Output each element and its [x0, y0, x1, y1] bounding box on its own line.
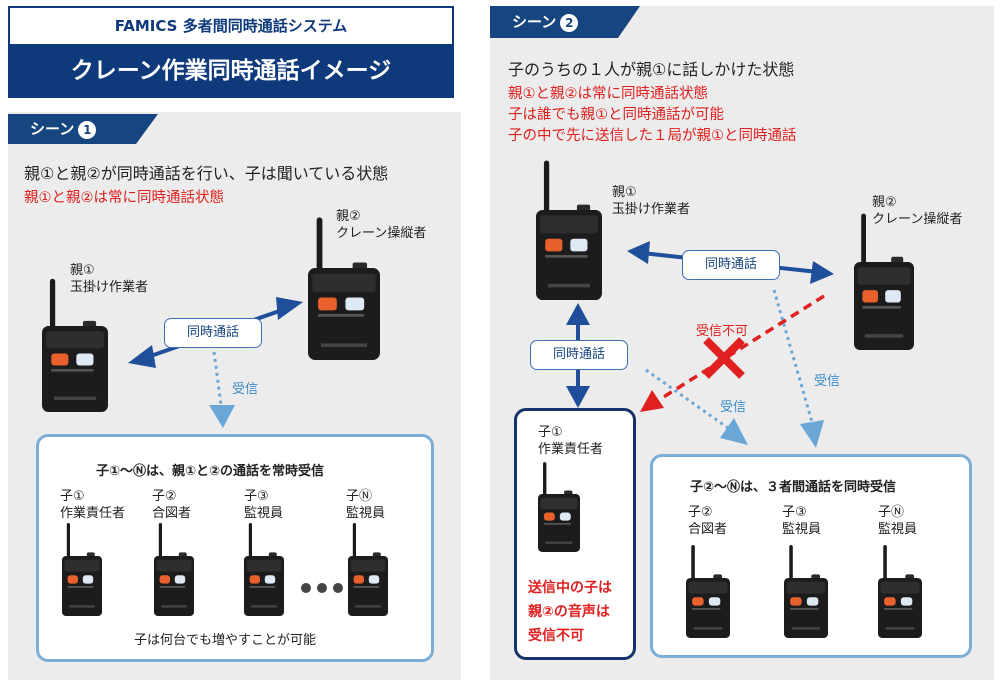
scene1-parent2-radio — [308, 217, 380, 360]
scene2-sender-label: 子① 作業責任者 — [538, 425, 604, 457]
scene2-receive-label-1: 受信 — [720, 400, 747, 415]
scene2-child1-radio — [538, 462, 580, 552]
scene1-child3-radio — [244, 523, 284, 616]
receive-arrow-head — [209, 405, 235, 428]
scene2-children-title: 子②〜Ⓝは、３者間通話を同時受信 — [690, 480, 897, 495]
scene1-simultaneous-label: 同時通話 — [164, 318, 262, 348]
arrow-head-left — [128, 345, 156, 368]
scene1-parent1-label: 親① 玉掛け作業者 — [70, 263, 149, 295]
scene1-child3-label: 子③ 監視員 — [244, 489, 284, 521]
scene2-childn-label: 子Ⓝ 監視員 — [878, 505, 918, 537]
scene2-child3-radio — [784, 545, 828, 638]
scene1-children-box — [36, 434, 434, 662]
scene2-child2-radio — [686, 545, 730, 638]
scene1-childn-label: 子Ⓝ 監視員 — [346, 489, 386, 521]
scene2-childn-radio — [878, 545, 922, 638]
scene1-parent1-radio — [42, 278, 108, 412]
system-name: FAMICS 多者間同時通話システム — [10, 8, 452, 44]
scene1-red-note: 親①と親②は常に同時通話状態 — [24, 190, 224, 206]
scene1-childn-radio — [348, 523, 388, 616]
scene2-parent2-label: 親② クレーン操縦者 — [872, 195, 963, 227]
scene1-tab-label: シーン — [30, 120, 75, 138]
scene2-parent2-radio — [854, 213, 914, 350]
scene2-sender-note: 送信中の子は 親②の音声は 受信不可 — [528, 580, 612, 644]
scene1-children-footer: 子は何台でも増やすことが可能 — [134, 633, 317, 648]
scene1-tab-number: 1 — [78, 121, 97, 139]
scene1-child2-radio — [154, 523, 194, 616]
scene2-tab-number: 2 — [560, 14, 579, 32]
scene2-cannot-receive-label: 受信不可 — [696, 324, 749, 339]
scene2-parent1-radio — [536, 160, 602, 300]
scene1-children-title: 子①〜Ⓝは、親①と②の通話を常時受信 — [96, 464, 325, 479]
scene2-parent1-label: 親① 玉掛け作業者 — [612, 185, 691, 217]
scene1-child1-label: 子① 作業責任者 — [60, 489, 126, 521]
scene2-tab-label: シーン — [512, 13, 557, 31]
scene1-parent2-label: 親② クレーン操縦者 — [336, 209, 427, 241]
scene1-child1-radio — [62, 523, 102, 616]
scene1-receive-label: 受信 — [232, 382, 259, 397]
scene2-child2-label: 子② 合図者 — [688, 505, 728, 537]
arrow-head-right — [276, 297, 303, 320]
scene2-red-notes: 親①と親②は常に同時通話状態 子は誰でも親①と同時通話が可能 子の中で先に送信し… — [508, 86, 797, 144]
scene2-child3-label: 子③ 監視員 — [782, 505, 822, 537]
scene1-description: 親①と親②が同時通話を行い、子は聞いている状態 — [24, 164, 389, 183]
scene1-child2-label: 子② 合図者 — [152, 489, 192, 521]
scene2-description: 子のうちの１人が親①に話しかけた状態 — [508, 60, 795, 79]
page-title: クレーン作業同時通話イメージ — [70, 58, 392, 84]
scene2-receive-label-2: 受信 — [814, 374, 841, 389]
scene2-simultaneous-top-label: 同時通話 — [682, 250, 780, 280]
scene2-simultaneous-left-label: 同時通話 — [530, 340, 628, 370]
